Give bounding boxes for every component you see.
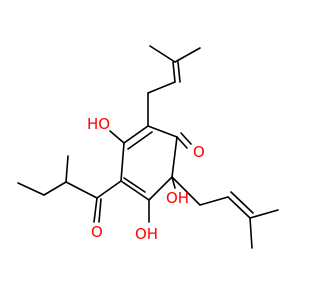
bond-c5-c6	[120, 180, 150, 201]
acyl-co-b	[98, 198, 102, 223]
bond-c2-c1-double	[127, 131, 153, 150]
acyl-1	[96, 180, 122, 199]
acyl-3	[65, 155, 69, 183]
prenyl-top-3b	[177, 61, 181, 83]
bond-c3-o-a	[176, 136, 188, 149]
prenyl-bot-3b	[230, 191, 254, 214]
bond-c4-oh	[171, 176, 176, 189]
prenyl-top-2	[147, 81, 176, 94]
bond-c4-c5	[148, 176, 173, 201]
bond-c6-c1	[120, 142, 125, 182]
acyl-2	[65, 181, 98, 199]
acyl-5	[17, 182, 45, 196]
prenyl-bot-3	[227, 196, 251, 219]
prenyl-top-5	[174, 47, 201, 63]
ketone-oxygen-label-right: O	[193, 143, 205, 161]
bond-c3-c4	[171, 136, 178, 178]
acyl-co-a	[93, 197, 98, 223]
atom-labels: HO O O OH OH	[87, 115, 205, 243]
hydroxyl-label-quaternary: OH	[166, 189, 189, 207]
prenyl-bot-1	[171, 176, 201, 206]
prenyl-bot-2	[199, 196, 229, 206]
prenyl-top-4	[149, 45, 176, 63]
hydroxyl-label-lower-left: OH	[135, 225, 158, 243]
bond-c2-c3	[147, 125, 178, 138]
hydroxyl-label-upper-left: HO	[87, 115, 110, 133]
prenyl-bot-4	[249, 209, 279, 219]
prenyl-bot-5	[249, 217, 253, 249]
molecule-canvas: HO O O OH OH	[17, 45, 279, 249]
structure-diagram: HO O O OH OH	[17, 45, 279, 249]
bond-c1-oh	[109, 130, 125, 144]
bond-c5-c6-double	[123, 177, 146, 193]
prenyl-top-3	[172, 61, 176, 83]
substituent-bonds	[17, 45, 279, 249]
ketone-oxygen-label-acyl: O	[91, 223, 103, 241]
ring-bonds	[120, 125, 178, 201]
bond-c3-o-b	[180, 132, 192, 145]
acyl-4	[43, 181, 67, 196]
bond-c1-c2	[123, 125, 149, 144]
